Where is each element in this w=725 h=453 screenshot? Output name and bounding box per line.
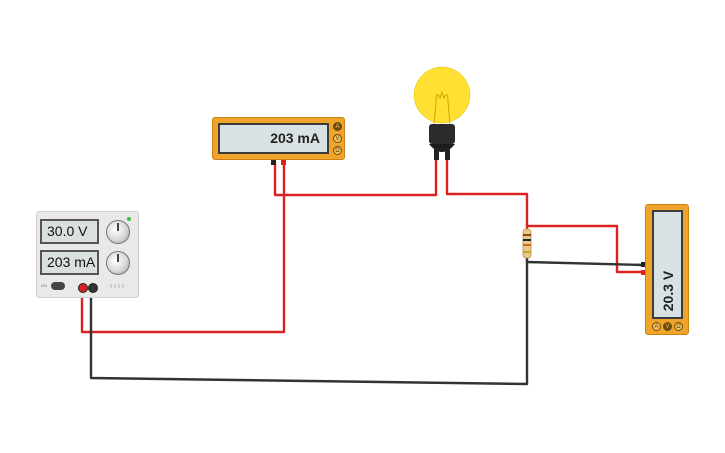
psu-current-display: 203 mA bbox=[40, 250, 99, 275]
psu-switch-label: ON bbox=[41, 283, 47, 288]
voltmeter-mode-v-button[interactable]: V bbox=[663, 322, 672, 331]
voltmeter-mode-a-button[interactable]: A bbox=[652, 322, 661, 331]
voltmeter-mode-ohm-button[interactable]: Ω bbox=[674, 322, 683, 331]
voltmeter-probe-positive[interactable] bbox=[641, 270, 648, 275]
psu-scale-mark: · bbox=[129, 243, 131, 249]
bulb-glass-icon bbox=[413, 66, 471, 124]
light-bulb[interactable] bbox=[410, 62, 476, 172]
ammeter-multimeter[interactable]: 203 mA A V Ω bbox=[212, 117, 345, 160]
psu-positive-terminal[interactable] bbox=[78, 283, 88, 293]
psu-negative-terminal[interactable] bbox=[88, 283, 98, 293]
voltmeter-reading: 20.3 V bbox=[659, 270, 676, 311]
bulb-filament-icon bbox=[433, 90, 451, 125]
wire-bulb-to-resistor[interactable] bbox=[445, 156, 529, 230]
ammeter-display: 203 mA bbox=[218, 123, 329, 154]
resistor[interactable] bbox=[522, 228, 532, 259]
psu-power-switch[interactable] bbox=[51, 282, 65, 290]
ammeter-mode-v-button[interactable]: V bbox=[333, 134, 342, 143]
wire-resistor-to-psu-negative[interactable] bbox=[89, 256, 529, 386]
power-supply[interactable]: 30.0 V 203 mA · ON bbox=[36, 211, 139, 298]
psu-voltage-knob[interactable] bbox=[106, 220, 130, 244]
wire-resistor-to-voltmeter-negative[interactable] bbox=[525, 260, 647, 267]
ammeter-mode-a-button[interactable]: A bbox=[333, 122, 342, 131]
ammeter-mode-ohm-button[interactable]: Ω bbox=[333, 146, 342, 155]
wire-resistor-to-voltmeter-positive[interactable] bbox=[525, 224, 647, 274]
psu-current-knob[interactable] bbox=[106, 251, 130, 275]
wire-psu-to-ammeter[interactable] bbox=[80, 160, 286, 334]
voltmeter-multimeter[interactable]: 20.3 V A V Ω bbox=[645, 204, 689, 335]
psu-vent-grill bbox=[110, 284, 126, 288]
psu-indicator-led bbox=[127, 217, 131, 221]
ammeter-probe-negative[interactable] bbox=[271, 158, 276, 165]
psu-voltage-display: 30.0 V bbox=[40, 219, 99, 244]
ammeter-probe-positive[interactable] bbox=[281, 158, 286, 165]
voltmeter-probe-negative[interactable] bbox=[641, 262, 648, 267]
wire-ammeter-to-bulb[interactable] bbox=[273, 156, 438, 197]
voltmeter-display: 20.3 V bbox=[652, 210, 683, 319]
bulb-base-icon bbox=[429, 124, 455, 144]
